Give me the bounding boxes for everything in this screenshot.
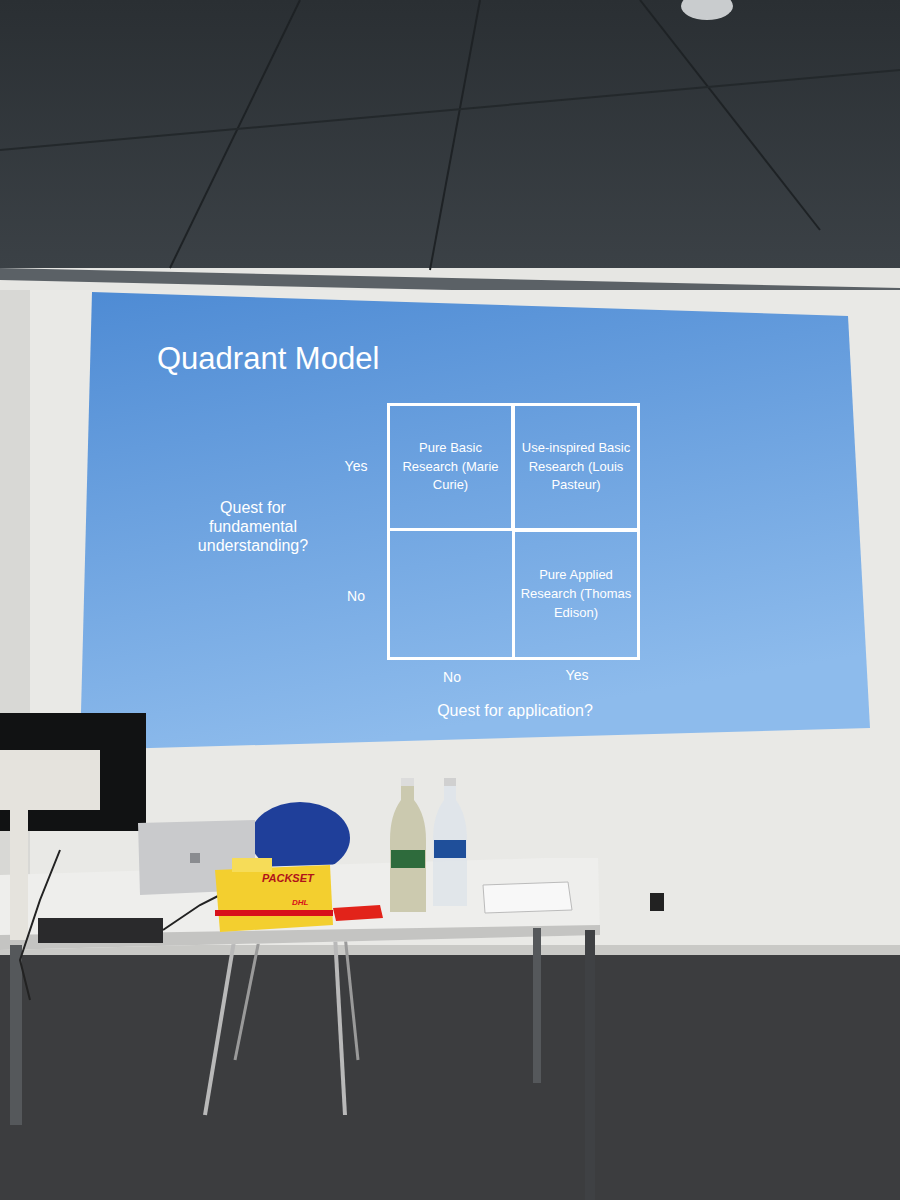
bottle-cap — [444, 778, 456, 786]
axis-tick: No — [432, 669, 472, 686]
bottle-label — [434, 840, 466, 858]
red-card — [333, 905, 383, 921]
wall-shade — [0, 290, 30, 950]
laptop-logo — [190, 853, 200, 863]
chair-leg — [235, 935, 260, 1060]
power-strip — [38, 918, 163, 943]
bottle-label — [391, 850, 425, 868]
paper-sheet — [483, 882, 572, 913]
cell-content: Use-inspired Basic Research (Louis Paste… — [519, 439, 633, 496]
cell-content: Pure Basic Research (Marie Curie) — [394, 439, 507, 496]
bottle-cap — [401, 778, 414, 786]
chair-leg — [205, 935, 235, 1115]
wall-socket — [650, 893, 664, 911]
axis-tick: Yes — [557, 667, 597, 684]
quadrant-cell: Pure Basic Research (Marie Curie) — [387, 403, 514, 531]
chair-leg — [345, 935, 358, 1060]
parcel-stripe — [215, 910, 333, 916]
glass-bottle — [433, 782, 467, 906]
table-leg — [10, 945, 22, 1125]
ceiling-seam — [430, 0, 480, 270]
axis-tick: No — [336, 588, 376, 605]
parcel-brand: PACKSET — [262, 872, 328, 885]
quadrant-label: Pure Applied Research (Thomas Edison) — [519, 566, 633, 623]
parcel-box — [215, 865, 333, 932]
ceiling-seam — [640, 0, 820, 230]
quadrant-label: Use-inspired Basic Research (Louis Paste… — [519, 439, 633, 496]
parcel-logo: DHL — [292, 898, 322, 908]
wall — [0, 290, 900, 950]
quadrant-cell — [389, 530, 514, 659]
quadrant-cell: Use-inspired Basic Research (Louis Paste… — [512, 403, 640, 531]
projected-slide — [80, 292, 870, 750]
axis-tick: Yes — [336, 458, 376, 475]
table-top — [0, 858, 600, 950]
axis-title: Quest for fundamental understanding? — [176, 498, 330, 556]
ceiling — [0, 0, 900, 268]
quadrant-label: Pure Basic Research (Marie Curie) — [394, 439, 507, 496]
monitor-stand — [10, 760, 28, 940]
parcel-flap — [232, 858, 272, 872]
cable — [163, 895, 220, 930]
floor — [0, 955, 900, 1200]
axis-title: Quest for application? — [410, 701, 620, 720]
ceiling-seam — [0, 70, 900, 150]
chair-leg — [335, 935, 345, 1115]
ceiling-light — [681, 0, 733, 20]
table-leg — [585, 930, 595, 1200]
slide-title: Quadrant Model — [157, 340, 379, 377]
quadrant-cell: Pure Applied Research (Thomas Edison) — [512, 529, 640, 660]
table-leg — [533, 928, 541, 1083]
cell-content: Pure Applied Research (Thomas Edison) — [519, 566, 633, 623]
glass-bottle — [390, 782, 426, 912]
